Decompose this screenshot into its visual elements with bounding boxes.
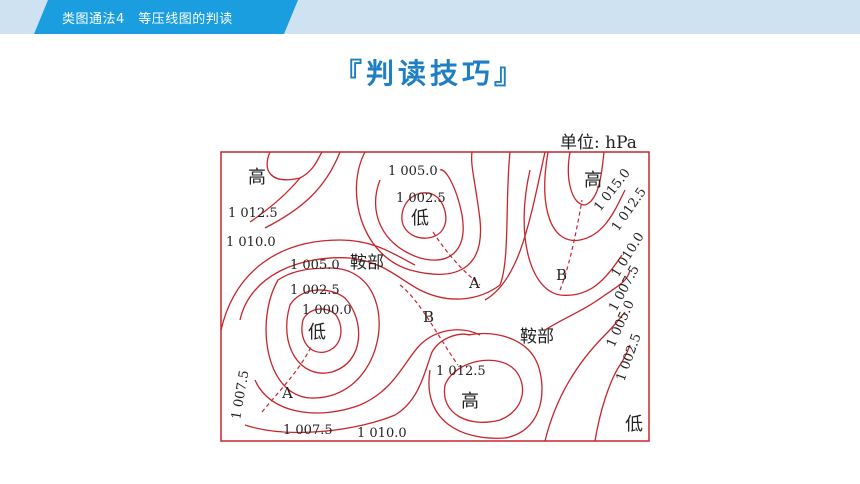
point-b-right: B [556,266,567,284]
label-low-bottom-right: 低 [625,414,643,435]
isobar-label-1010-0-bottom: 1 010.0 [357,426,407,441]
unit-label: 单位: hPa [560,133,637,153]
isobar-label-1010-0-left: 1 010.0 [226,235,276,250]
label-high-top-right: 高 [584,170,602,191]
label-saddle-right: 鞍部 [520,327,554,347]
isobar-label-1002-5-mid: 1 002.5 [290,283,340,298]
trough-line-left [261,344,313,413]
isobar-label-1002-5-top: 1 002.5 [396,191,446,206]
isobar-1010-0-bottom [244,333,471,434]
label-high-top-left: 高 [248,167,266,188]
isobar-1005-0-right [544,311,626,442]
isobar-label-1005-0-top: 1 005.0 [388,164,438,179]
isobar-1010-0-left [249,151,341,229]
map-frame [220,151,650,442]
isobar-1007-5-top [355,151,482,275]
isobar-1002-5-right [594,344,631,442]
label-high-bottom: 高 [461,391,479,412]
isobar-1007-5-bottom [254,329,481,414]
section-title: 类图通法4 等压线图的判读 [62,12,233,27]
isobar-1002-5-top [401,192,447,239]
isobar-label-1000-0-mid: 1 000.0 [302,303,352,318]
isobar-label-1005-0-mid: 1 005.0 [290,258,340,273]
isobar-1007-5-mid [239,151,511,321]
label-low-top: 低 [411,208,429,229]
label-saddle-left: 鞍部 [350,253,384,273]
isobar-label-1007-5-left-vertical: 1 007.5 [229,369,252,420]
isobar-1010-0-right [523,169,623,296]
point-a-upper: A [468,274,480,292]
isobar-label-1012-5-left: 1 012.5 [228,206,278,221]
isobar-1010-0-bottom-ring [428,332,543,439]
point-a-lower: A [281,384,293,402]
isobar-label-1012-5-bottom: 1 012.5 [436,364,486,379]
ridge-line-middle [399,284,459,366]
isobar-1005-0-top [374,169,464,261]
isobar-1012-5-left [266,151,323,181]
isobar-1000-0-mid [301,308,342,353]
isobar-1005-0-mid [265,267,380,399]
ridge-line-right [559,199,583,291]
isobar-1012-5-right [544,151,626,242]
isobar-1007-5-right [544,269,631,331]
isobar-1002-5-mid [286,289,360,374]
page-heading: 『判读技巧』 [333,57,526,90]
isobar-1010-0-mid [220,151,546,331]
point-b-middle: B [423,308,434,326]
label-low-left: 低 [308,322,326,343]
isobar-1015-0-right [567,151,605,206]
isobar-label-1007-5-bottom: 1 007.5 [283,423,333,438]
topbar-tab [34,0,298,34]
isobar-1012-5-bottom [443,359,524,423]
trough-line-top [432,231,481,286]
top-bar: 类图通法4 等压线图的判读 [0,0,860,34]
